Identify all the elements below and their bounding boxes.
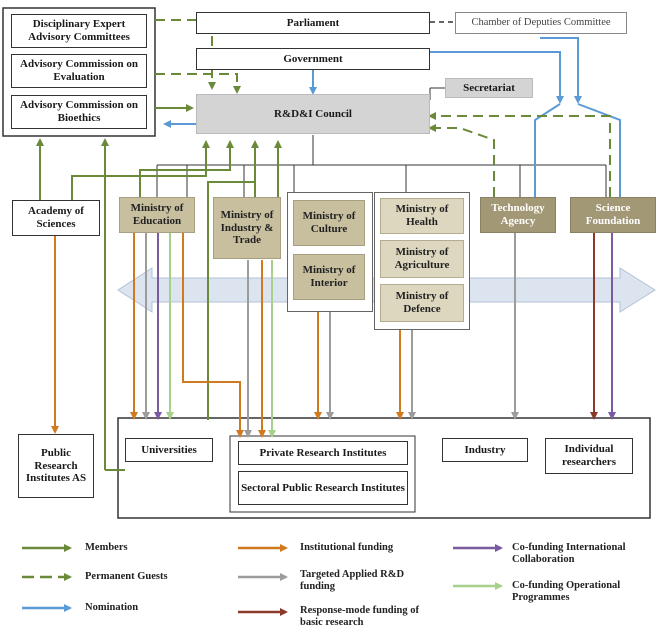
government-box: Government — [196, 48, 430, 70]
secretariat-box: Secretariat — [445, 78, 533, 98]
individual-researchers-box: Individual researchers — [545, 438, 633, 474]
universities-box: Universities — [125, 438, 213, 462]
legend-cofunding-international: Co-funding International Collaboration — [512, 542, 626, 566]
legend-response-mode: Response-mode funding of basic research — [300, 605, 420, 629]
academy-box: Academy of Sciences — [12, 200, 100, 236]
public-research-institutes-box: Public Research Institutes AS — [18, 434, 94, 498]
parliament-box: Parliament — [196, 12, 430, 34]
research-performers-frame — [117, 417, 651, 519]
legend-cofunding-operational: Co-funding Operational Programmes — [512, 580, 621, 604]
sectoral-research-institutes-box: Sectoral Public Research Institutes — [238, 471, 408, 505]
legend-members: Members — [85, 542, 128, 553]
chamber-box: Chamber of Deputies Committee — [455, 12, 627, 34]
council-box: R&D&I Council — [196, 94, 430, 134]
industry-box: Industry — [442, 438, 528, 462]
advisory-frame — [2, 7, 156, 137]
ministry-agriculture-box: Ministry of Agriculture — [380, 240, 464, 278]
disciplinary-committees-box: Disciplinary Expert Advisory Committees — [11, 14, 147, 48]
legend-permanent-guests: Permanent Guests — [85, 571, 168, 582]
institutes-frame — [229, 435, 416, 513]
legend-targeted-funding: Targeted Applied R&D funding — [300, 569, 405, 593]
bioethics-commission-box: Advisory Commission on Bioethics — [11, 95, 147, 129]
ministry-defence-box: Ministry of Defence — [380, 284, 464, 322]
science-foundation-box: Science Foundation — [570, 197, 656, 233]
legend-institutional-funding: Institutional funding — [300, 542, 394, 553]
ministry-health-box: Ministry of Health — [380, 198, 464, 234]
ministry-culture-box: Ministry of Culture — [293, 200, 365, 246]
evaluation-commission-box: Advisory Commission on Evaluation — [11, 54, 147, 88]
technology-agency-box: Technology Agency — [480, 197, 556, 233]
ministry-industry-box: Ministry of Industry & Trade — [213, 197, 281, 259]
ministry-interior-box: Ministry of Interior — [293, 254, 365, 300]
legend-nomination: Nomination — [85, 602, 139, 613]
ministry-education-box: Ministry of Education — [119, 197, 195, 233]
private-research-institutes-box: Private Research Institutes — [238, 441, 408, 465]
